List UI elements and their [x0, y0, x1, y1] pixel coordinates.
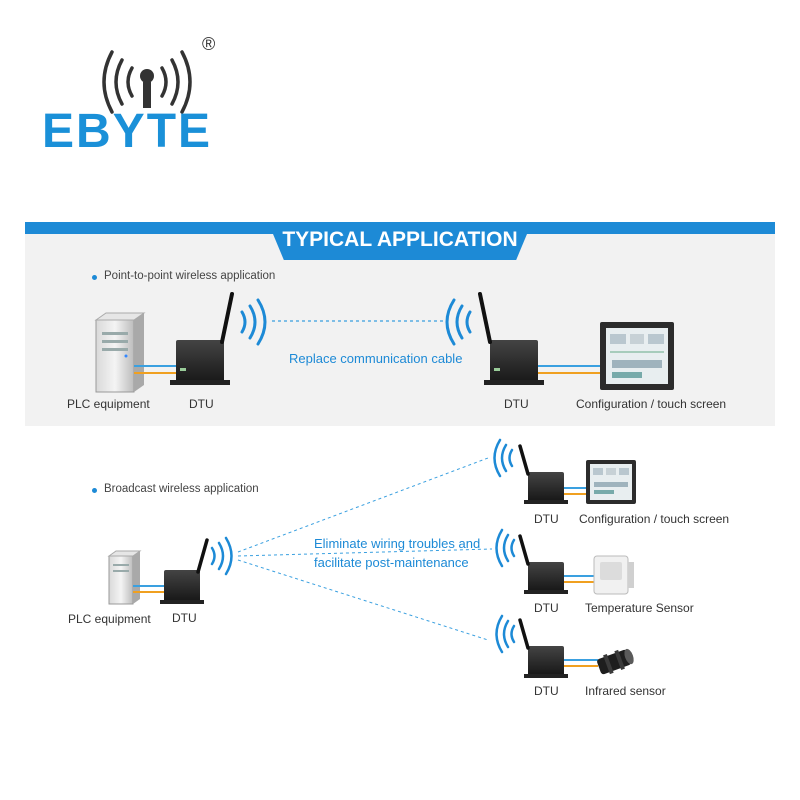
dtu-device-icon: [518, 618, 568, 678]
dtu-label: DTU: [189, 397, 214, 411]
plc-equipment-icon: [107, 550, 142, 605]
banner-tab: [268, 222, 532, 260]
wireless-signal-icon: [495, 614, 516, 654]
infrared-sensor-icon: [597, 648, 634, 675]
point-to-point-heading: Point-to-point wireless application: [104, 270, 276, 282]
dtu-device-icon: [518, 534, 568, 594]
brand-name: EBYTE: [42, 105, 213, 158]
touch-screen-label: Configuration / touch screen: [579, 512, 730, 526]
plc-equipment-label: PLC equipment: [67, 397, 150, 411]
temperature-sensor-label: Temperature Sensor: [585, 601, 694, 615]
wireless-signal-icon: [240, 298, 267, 346]
point-to-point-note: Replace communication cable: [289, 351, 463, 366]
touch-screen-icon: [600, 322, 674, 390]
dtu-device-icon: [160, 538, 209, 604]
dtu-label: DTU: [534, 684, 559, 698]
banner-title: TYPICAL APPLICATION: [282, 228, 518, 251]
bullet-dot: [92, 275, 97, 280]
ebyte-logo: [40, 40, 260, 160]
broadcast-note-line-2: facilitate post-maintenance: [314, 555, 469, 570]
broadcast-link-line: [237, 548, 493, 557]
infrared-sensor-label: Infrared sensor: [585, 684, 666, 698]
dtu-label: DTU: [534, 512, 559, 526]
wireless-signal-icon: [493, 438, 514, 478]
dtu-device-icon: [478, 292, 544, 385]
bullet-dot: [92, 488, 97, 493]
wireless-signal-icon: [210, 536, 233, 576]
broadcast-link-line: [237, 457, 489, 553]
broadcast-link-line: [237, 559, 489, 641]
broadcast-note-line-1: Eliminate wiring troubles and: [314, 536, 481, 551]
dtu-device-icon: [170, 292, 234, 385]
dtu-label: DTU: [534, 601, 559, 615]
wireless-signal-icon: [495, 528, 516, 568]
broadcast-heading: Broadcast wireless application: [104, 483, 259, 495]
plc-equipment-icon: [94, 312, 146, 393]
antenna-icon: [102, 50, 192, 114]
dtu-label: DTU: [504, 397, 529, 411]
plc-equipment-label: PLC equipment: [68, 612, 151, 626]
dtu-device-icon: [518, 444, 568, 504]
dtu-label: DTU: [172, 611, 197, 625]
touch-screen-label: Configuration / touch screen: [576, 397, 727, 411]
touch-screen-icon: [586, 460, 636, 504]
temperature-sensor-icon: [593, 555, 634, 595]
registered-mark: ®: [202, 34, 216, 54]
wireless-signal-icon: [445, 298, 472, 346]
